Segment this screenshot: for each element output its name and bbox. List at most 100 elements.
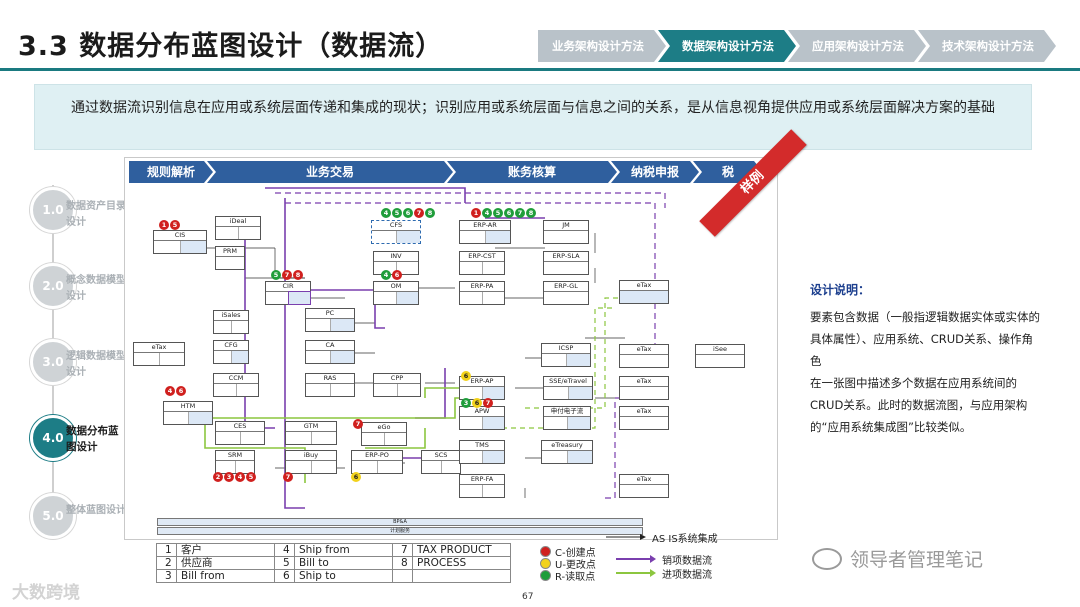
legend-label: 进项数据流 xyxy=(662,569,712,581)
system-etax-3[interactable]: eTax xyxy=(619,376,669,400)
system-ibuy[interactable]: iBuy xyxy=(285,450,337,474)
system-isales[interactable]: iSales xyxy=(213,310,249,334)
create-point-badge: 4 xyxy=(165,386,175,396)
create-point-badge: 7 xyxy=(414,208,424,218)
system-name: RAS xyxy=(306,374,354,384)
data-cell xyxy=(568,387,592,399)
system-name: eTax xyxy=(620,345,668,355)
system-etax-4[interactable]: eTax xyxy=(619,406,669,430)
system-erp-ap[interactable]: ERP-AP xyxy=(459,376,505,400)
create-point-badge: 1 xyxy=(471,208,481,218)
data-cell xyxy=(460,485,483,497)
system-name: ERP-SLA xyxy=(544,252,588,262)
system-cfs[interactable]: CFS xyxy=(371,220,421,244)
system-jm[interactable]: JM xyxy=(543,220,589,244)
data-cell xyxy=(216,257,244,269)
system-erp-gl[interactable]: ERP-GL xyxy=(543,281,589,305)
system-ideal[interactable]: iDeal xyxy=(215,216,261,240)
system-apw[interactable]: APW xyxy=(459,406,505,430)
update-point-badge: 6 xyxy=(461,371,471,381)
system-etreasury[interactable]: eTreasury xyxy=(541,440,593,464)
system-erp-ar[interactable]: ERP-AR xyxy=(459,220,511,244)
legend-label: C-创建点 xyxy=(555,547,596,559)
read-point-badge: 4 xyxy=(482,208,492,218)
step-technical-architecture[interactable]: 技术架构设计方法 xyxy=(918,30,1056,62)
legend-row: 1 客户 4 Ship from 7 TAX PRODUCT xyxy=(156,543,511,557)
system-etax-2[interactable]: eTax xyxy=(619,344,669,368)
legend-cell: 供应商 xyxy=(176,556,275,570)
read-point-badge: 5 xyxy=(392,208,402,218)
data-cell xyxy=(482,417,504,429)
data-cell xyxy=(287,291,311,305)
system-name: eTax xyxy=(620,281,668,291)
data-cell xyxy=(160,353,185,365)
system-om[interactable]: OM xyxy=(373,281,419,305)
system-tms[interactable]: TMS xyxy=(459,440,505,464)
data-cell xyxy=(286,432,312,444)
system-ces[interactable]: CES xyxy=(215,421,265,445)
system-cfg[interactable]: CFG xyxy=(213,340,249,364)
read-point-badge: 6 xyxy=(403,208,413,218)
system-prm[interactable]: PRM xyxy=(215,246,245,270)
notes-paragraph: 要素包含数据（一般指逻辑数据实体或实体的具体属性）、应用系统、CRUD关系、操作… xyxy=(810,310,1040,368)
system-cir[interactable]: CIR xyxy=(265,281,311,305)
timeline-step-circle: 3.0 xyxy=(30,339,76,385)
input-flow-path xyxy=(205,397,485,419)
system-isee[interactable]: iSee xyxy=(695,344,745,368)
system-srm[interactable]: SRM xyxy=(215,450,255,474)
system-pc[interactable]: PC xyxy=(305,308,355,332)
system-etax-1[interactable]: eTax xyxy=(619,280,669,304)
read-point-badge: 6 xyxy=(504,208,514,218)
system-name: 申付电子流 xyxy=(544,407,590,417)
system-erp-sla[interactable]: ERP-SLA xyxy=(543,251,589,275)
system-name: CA xyxy=(306,341,354,351)
data-flow-diagram: 规则解析 业务交易 账务核算 纳税申报 税 xyxy=(124,157,778,540)
data-cell xyxy=(485,231,510,243)
system-einvoice-flow[interactable]: 申付电子流 xyxy=(543,406,591,430)
system-sse-etravel[interactable]: SSE/eTravel xyxy=(543,376,593,400)
system-erp-po[interactable]: ERP-PO xyxy=(351,450,403,474)
system-name: GTM xyxy=(286,422,336,432)
step-business-architecture[interactable]: 业务架构设计方法 xyxy=(538,30,666,62)
update-point-badge: 6 xyxy=(472,398,482,408)
timeline-step-circle: 1.0 xyxy=(30,187,76,233)
system-erp-cst[interactable]: ERP-CST xyxy=(459,251,505,275)
system-cpp[interactable]: CPP xyxy=(373,373,421,397)
system-name: APW xyxy=(460,407,504,417)
system-name: JM xyxy=(544,221,588,231)
legend-label: AS IS系统集成 xyxy=(652,533,718,545)
system-ca[interactable]: CA xyxy=(305,340,355,364)
system-ego[interactable]: eGo xyxy=(361,422,407,446)
system-etax-left[interactable]: eTax xyxy=(133,342,185,366)
data-cell xyxy=(232,321,249,333)
system-name: ERP-GL xyxy=(544,282,588,292)
system-cis[interactable]: CIS xyxy=(153,230,207,254)
system-etax-5[interactable]: eTax xyxy=(619,474,669,498)
read-point-badge: 5 xyxy=(271,270,281,280)
data-cell xyxy=(460,231,486,243)
system-icsp[interactable]: ICSP xyxy=(541,343,591,367)
legend-label: 销项数据流 xyxy=(662,555,712,567)
data-cell xyxy=(312,461,337,473)
system-erp-fa[interactable]: ERP-FA xyxy=(459,474,505,498)
step-data-architecture[interactable]: 数据架构设计方法 xyxy=(658,30,796,62)
system-name: HTM xyxy=(164,402,212,412)
system-ras[interactable]: RAS xyxy=(305,373,355,397)
system-ccm[interactable]: CCM xyxy=(213,373,259,397)
page-number: 67 xyxy=(522,592,534,602)
create-point-badge: 1 xyxy=(159,220,169,230)
data-cell xyxy=(374,262,397,274)
system-scs[interactable]: SCS xyxy=(421,450,461,474)
step-application-architecture[interactable]: 应用架构设计方法 xyxy=(788,30,926,62)
system-htm[interactable]: HTM xyxy=(163,401,213,425)
legend-cell: 7 xyxy=(392,543,413,557)
system-gtm[interactable]: GTM xyxy=(285,421,337,445)
legend-cell: Ship to xyxy=(294,569,393,583)
create-point-badge: 7 xyxy=(483,398,493,408)
system-name: eTax xyxy=(620,475,668,485)
system-name: iDeal xyxy=(216,217,260,227)
data-cell xyxy=(266,292,289,304)
system-name: ERP-AP xyxy=(460,377,504,387)
timeline-step-label: 数据分布蓝图设计 xyxy=(66,425,119,453)
system-erp-pa[interactable]: ERP-PA xyxy=(459,281,505,305)
